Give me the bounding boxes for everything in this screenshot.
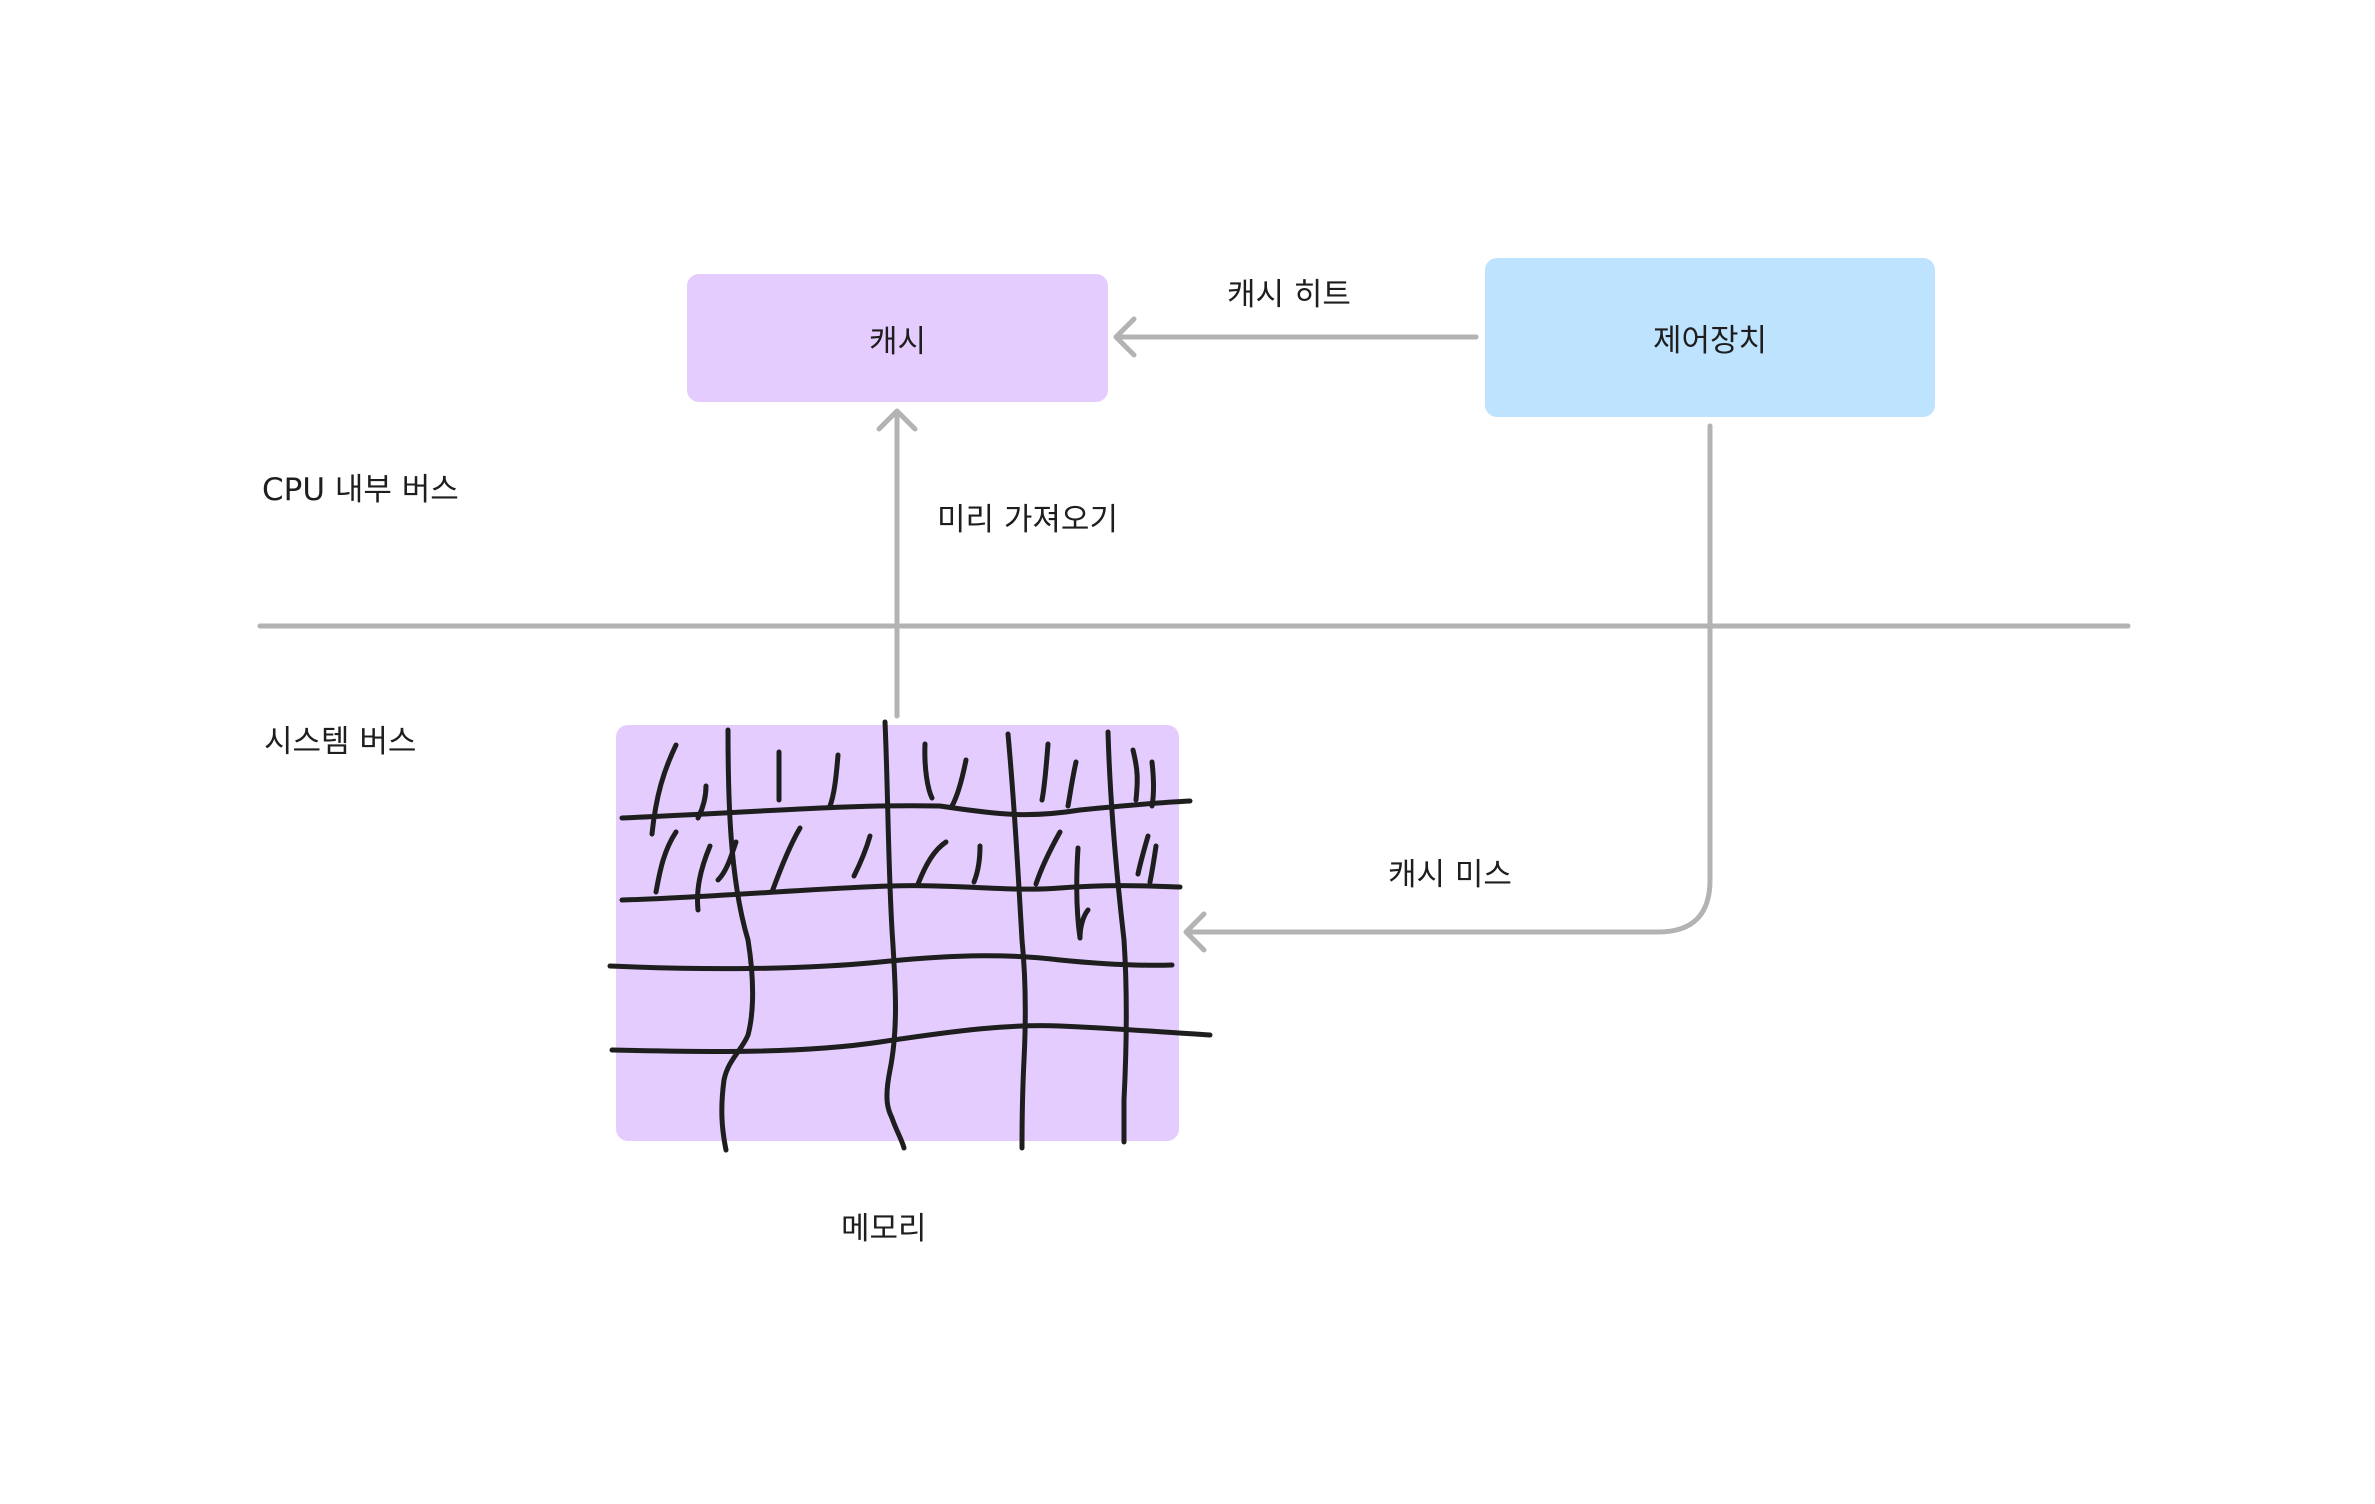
hand-drawn-grid-icon: [607, 719, 1213, 1153]
prefetch-label: 미리 가져오기: [937, 502, 1118, 538]
system-bus-label: 시스템 버스: [264, 724, 417, 760]
cache-hit-arrow: [1113, 316, 1479, 358]
control-unit-node[interactable]: 제어장치: [1485, 258, 1935, 417]
cache-node[interactable]: 캐시: [687, 274, 1108, 402]
cache-miss-label: 캐시 미스: [1388, 857, 1512, 893]
control-unit-node-label: 제어장치: [1652, 323, 1768, 359]
cache-node-label: 캐시: [868, 323, 927, 360]
cache-miss-arrow: [1183, 423, 1713, 953]
cache-hit-label: 캐시 히트: [1227, 277, 1351, 313]
prefetch-arrow: [876, 408, 918, 719]
cpu-bus-label: CPU 내부 버스: [262, 472, 459, 508]
memory-block: [616, 725, 1179, 1141]
memory-label: 메모리: [841, 1211, 927, 1247]
